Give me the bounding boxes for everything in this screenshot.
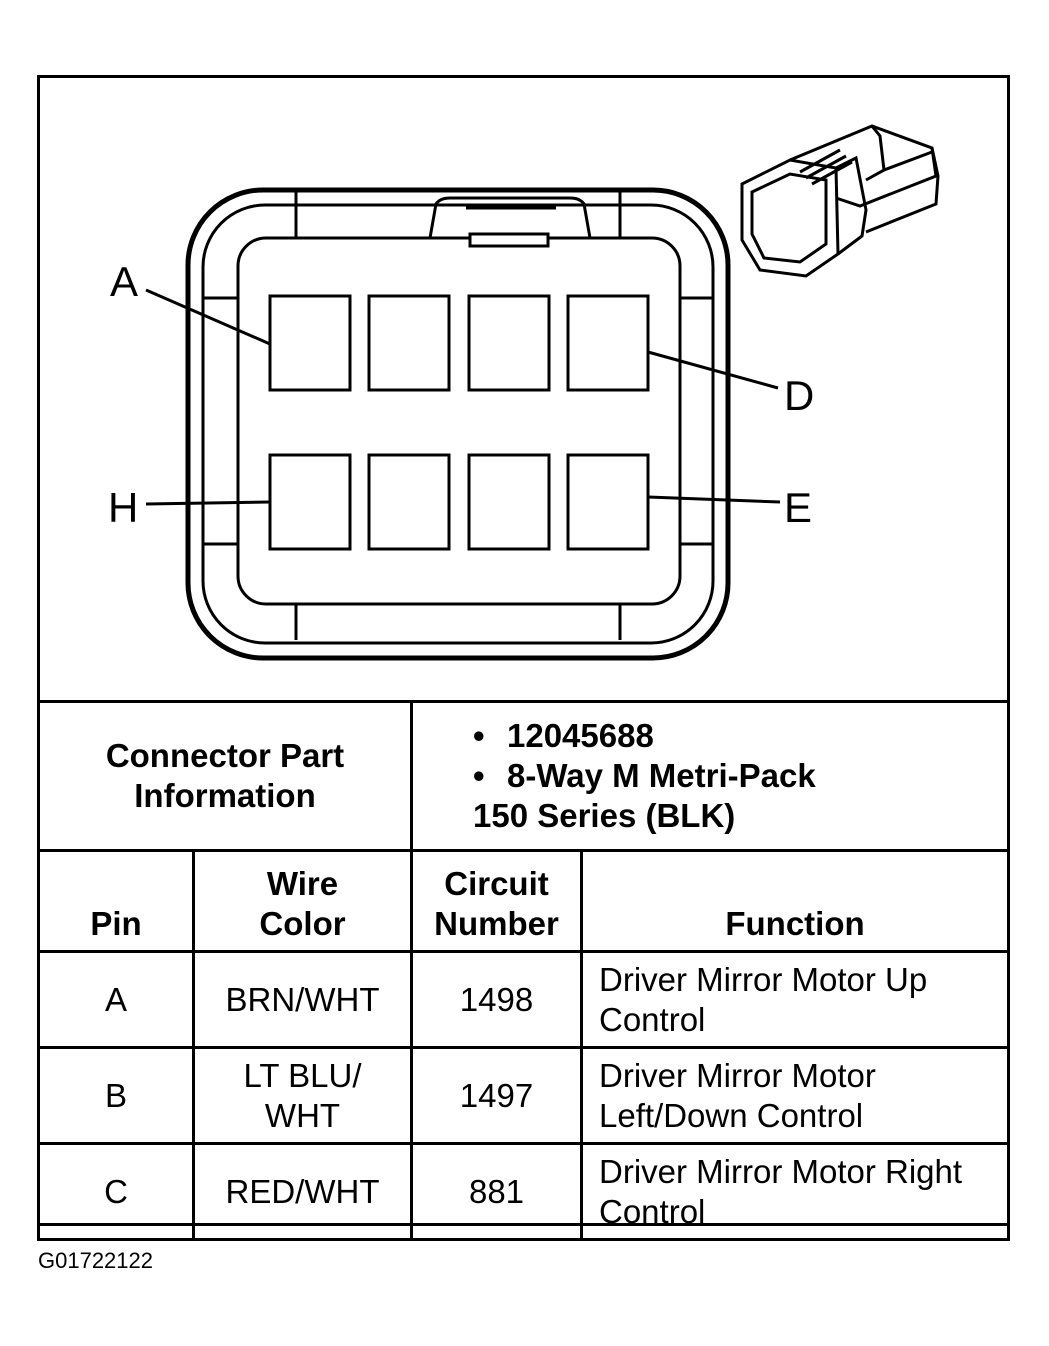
table-row: C RED/WHT 881 Driver Mirror Motor Right … — [37, 1142, 1010, 1241]
table-header-row: Pin Wire Color Circuit Number Function — [37, 849, 1010, 953]
leader-line-e — [647, 495, 781, 504]
table-row: B LT BLU/ WHT 1497 Driver Mirror Motor L… — [37, 1046, 1010, 1145]
bullet-icon: • — [473, 757, 485, 794]
header-wire-color-line1: Wire — [266, 865, 339, 902]
function-line1: Driver Mirror Motor Right — [599, 1152, 963, 1190]
connector-face-diagram: A D H E — [108, 124, 940, 661]
pin-cavity-b — [367, 294, 451, 392]
pin-cavity-a — [268, 294, 352, 392]
connector-type-line2: 150 Series (BLK) — [473, 797, 736, 834]
leader-line-a — [145, 288, 271, 346]
wire-color-cell: BRN/WHT — [192, 950, 413, 1049]
pin-cavity-g — [367, 453, 451, 551]
header-function: Function — [580, 849, 1010, 953]
circuit-number-cell: 1498 — [410, 950, 583, 1049]
function-cell: Driver Mirror Motor Right Control — [580, 1142, 1010, 1241]
pin-label-h: H — [108, 484, 138, 531]
bottom-key — [294, 604, 622, 640]
header-pin: Pin — [37, 849, 195, 953]
pin-cavity-d — [566, 294, 650, 392]
header-function-text: Function — [725, 905, 865, 942]
leader-line-h — [145, 500, 271, 506]
part-number: 12045688 — [507, 717, 654, 754]
wire-color-line1: BRN/WHT — [225, 980, 380, 1018]
connector-isometric-illustration — [740, 124, 940, 278]
header-circuit-line1: Circuit — [444, 865, 549, 902]
pin-cell: A — [37, 950, 195, 1049]
connector-part-label-line2: Information — [134, 777, 316, 814]
function-line1: Driver Mirror Motor Up — [599, 960, 928, 998]
connector-inner-shell — [201, 203, 715, 645]
function-line2: Control — [599, 1192, 706, 1230]
pin-label-e: E — [784, 484, 812, 531]
wire-color-line2: WHT — [264, 1096, 341, 1134]
pin-cavity-c — [467, 294, 551, 392]
function-line2: Control — [599, 1000, 706, 1038]
connector-type-bullet: • 8-Way M Metri-Pack — [473, 756, 1007, 796]
figure-code: G01722122 — [38, 1248, 153, 1273]
wire-color-cell: LT BLU/ WHT — [192, 1046, 413, 1145]
connector-part-label-line1: Connector Part — [105, 737, 345, 774]
pin-cavity-f — [467, 453, 551, 551]
connector-part-info-label: Connector Part Information — [37, 700, 413, 852]
function-cell: Driver Mirror Motor Left/Down Control — [580, 1046, 1010, 1145]
circuit-number-cell: 1497 — [410, 1046, 583, 1145]
wire-color-line1: LT BLU/ — [243, 1056, 362, 1094]
pin-label-d: D — [784, 372, 814, 419]
connector-outer-shell — [185, 187, 731, 661]
function-line2: Left/Down Control — [599, 1096, 864, 1134]
function-line1: Driver Mirror Motor — [599, 1056, 876, 1094]
leader-line-d — [647, 350, 779, 390]
bullet-icon: • — [473, 717, 485, 754]
side-key-right — [680, 296, 713, 546]
pin-cavity-h — [268, 453, 352, 551]
pin-cell: C — [37, 1142, 195, 1241]
connector-cavity-body — [236, 236, 682, 606]
pin-cavity-e — [566, 453, 650, 551]
side-key-left — [203, 296, 238, 546]
connector-info-table: Connector Part Information • 12045688 • 8-… — [37, 700, 1010, 1241]
lock-tab-notch — [468, 232, 550, 248]
table-row: A BRN/WHT 1498 Driver Mirror Motor Up Co… — [37, 950, 1010, 1049]
header-pin-text: Pin — [90, 905, 142, 942]
connector-part-info-row: Connector Part Information • 12045688 • 8-… — [37, 700, 1010, 852]
header-wire-color: Wire Color — [192, 849, 413, 953]
header-wire-color-line2: Color — [259, 905, 346, 942]
connector-part-info-values: • 12045688 • 8-Way M Metri-Pack 150 Series… — [410, 700, 1010, 852]
connector-type-line1: 8-Way M Metri-Pack — [507, 757, 816, 794]
part-number-bullet: • 12045688 — [473, 716, 1007, 756]
function-cell: Driver Mirror Motor Up Control — [580, 950, 1010, 1049]
lock-tab — [294, 190, 622, 239]
header-circuit-line2: Number — [434, 905, 559, 942]
pin-label-a: A — [110, 258, 138, 305]
wire-color-cell: RED/WHT — [192, 1142, 413, 1241]
wire-color-line1: RED/WHT — [225, 1172, 380, 1210]
header-circuit-number: Circuit Number — [410, 849, 583, 953]
circuit-number-cell: 881 — [410, 1142, 583, 1241]
pin-cell: B — [37, 1046, 195, 1145]
